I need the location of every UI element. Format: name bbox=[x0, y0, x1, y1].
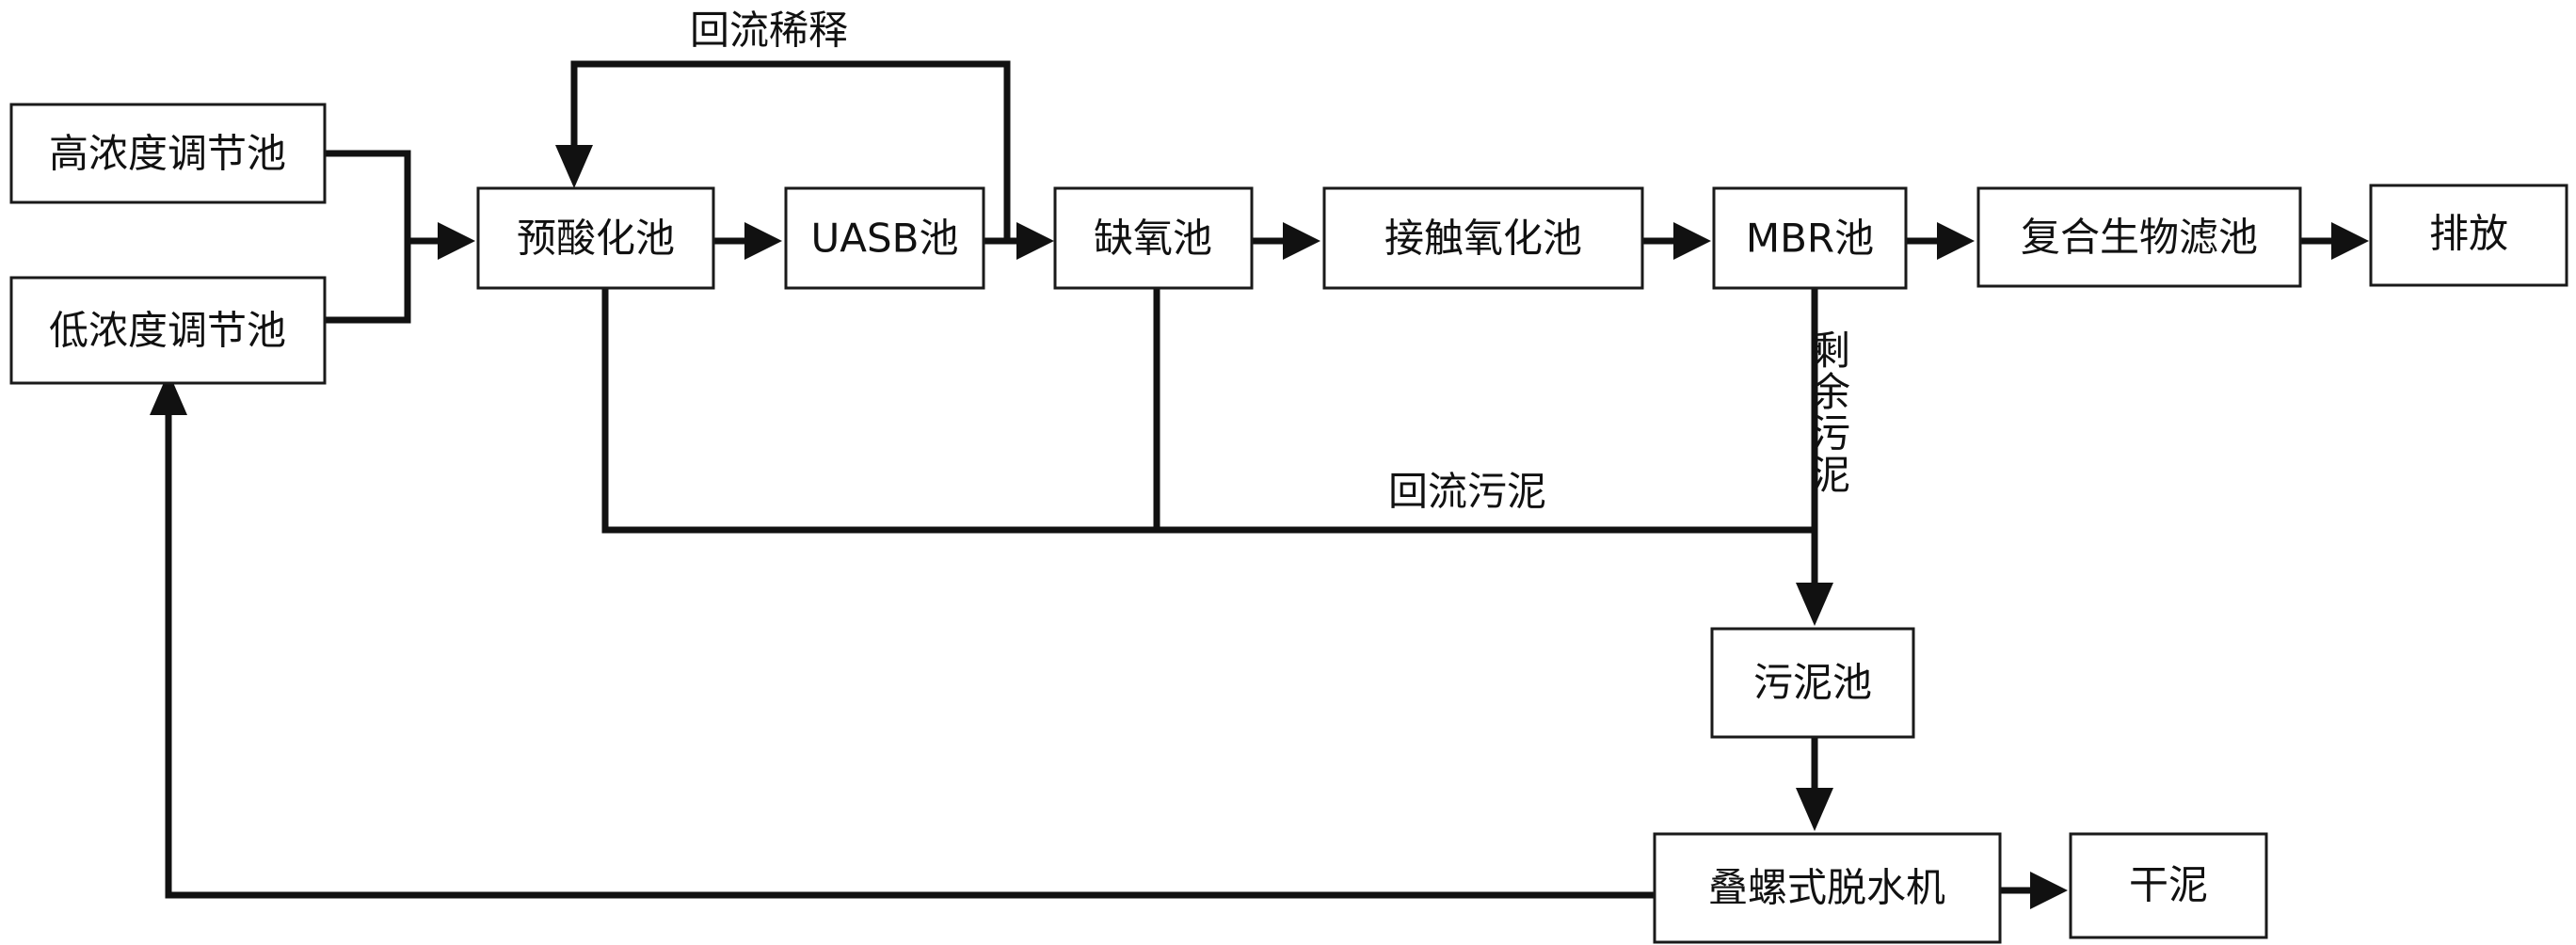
node-label: 污泥池 bbox=[1753, 660, 1872, 706]
edge-filtrate-return bbox=[165, 410, 1655, 899]
node-label: 接触氧化池 bbox=[1384, 216, 1582, 262]
node-label: 低浓度调节池 bbox=[49, 308, 286, 354]
node-label: MBR池 bbox=[1746, 216, 1874, 262]
node-discharge: 排放 bbox=[2369, 184, 2568, 287]
arrowhead-right-icon bbox=[1937, 222, 1975, 260]
node-screw-dewatering-machine: 叠螺式脱水机 bbox=[1653, 832, 2002, 944]
arrowhead-right-icon bbox=[438, 222, 475, 260]
arrowhead-down-icon bbox=[555, 145, 593, 188]
label-excess-sludge: 剩余污泥 bbox=[1805, 329, 1851, 495]
node-uasb-tank: UASB池 bbox=[784, 186, 985, 290]
node-high-conc-tank: 高浓度调节池 bbox=[9, 103, 327, 204]
node-low-conc-tank: 低浓度调节池 bbox=[9, 276, 327, 385]
node-composite-biofilter: 复合生物滤池 bbox=[1976, 186, 2302, 288]
node-contact-oxidation-tank: 接触氧化池 bbox=[1322, 186, 1644, 290]
label-reflux-dilution: 回流稀释 bbox=[690, 8, 848, 54]
arrowhead-right-icon bbox=[744, 222, 782, 260]
node-anoxic-tank: 缺氧池 bbox=[1053, 186, 1254, 290]
edge-reflux-sludge bbox=[601, 288, 1815, 534]
node-label: 复合生物滤池 bbox=[2021, 215, 2258, 261]
node-label: 预酸化池 bbox=[517, 216, 675, 262]
node-label: 排放 bbox=[2429, 211, 2508, 257]
edge-low-tank-merge bbox=[325, 241, 411, 324]
node-mbr-tank: MBR池 bbox=[1712, 186, 1908, 290]
node-sludge-tank: 污泥池 bbox=[1710, 627, 1915, 739]
arrowhead-right-icon bbox=[1673, 222, 1711, 260]
arrowhead-up-icon bbox=[150, 372, 187, 415]
arrowhead-right-icon bbox=[2030, 872, 2068, 909]
connectors bbox=[165, 60, 2336, 899]
arrowhead-right-icon bbox=[1283, 222, 1320, 260]
node-pre-acidification-tank: 预酸化池 bbox=[476, 186, 715, 290]
arrowhead-right-icon bbox=[1016, 222, 1054, 260]
node-label: 叠螺式脱水机 bbox=[1708, 865, 1945, 911]
edge-reflux-dilution bbox=[570, 60, 1011, 241]
arrowhead-down-icon bbox=[1796, 788, 1833, 831]
arrowheads bbox=[150, 145, 2369, 909]
node-label: 干泥 bbox=[2129, 862, 2208, 908]
edge-high-tank-merge bbox=[325, 150, 411, 241]
arrowhead-right-icon bbox=[2331, 222, 2369, 260]
node-label: 高浓度调节池 bbox=[49, 131, 286, 177]
node-dry-sludge: 干泥 bbox=[2069, 832, 2268, 939]
arrowhead-down-icon bbox=[1796, 583, 1833, 626]
label-reflux-sludge: 回流污泥 bbox=[1388, 469, 1546, 515]
node-label: 缺氧池 bbox=[1094, 216, 1212, 262]
node-label: UASB池 bbox=[811, 216, 959, 262]
